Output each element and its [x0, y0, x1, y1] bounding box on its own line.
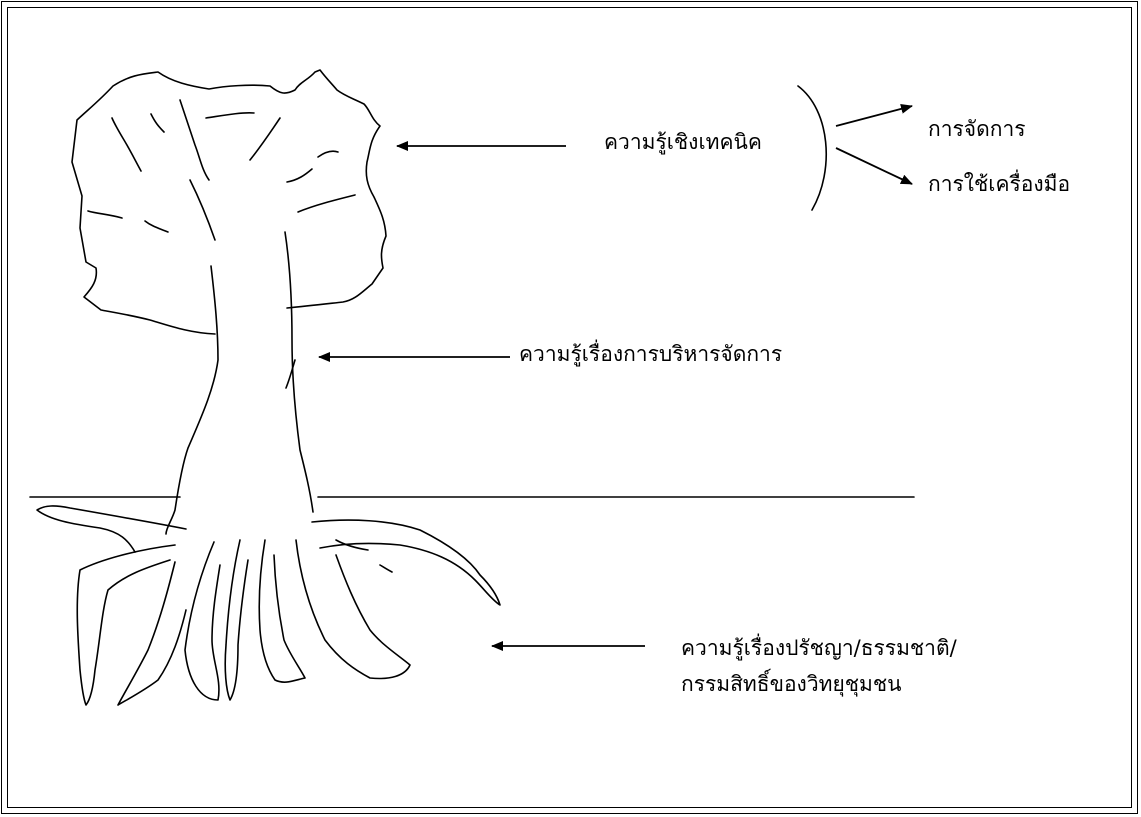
canopy-line — [206, 113, 254, 118]
canopy-line — [287, 169, 312, 182]
canopy-line — [151, 114, 164, 132]
root — [312, 520, 500, 605]
tree-canopy — [72, 70, 386, 334]
root-stub — [380, 565, 392, 572]
root — [37, 506, 186, 552]
label-administration-knowledge: ความรู้เรื่องการบริหารจัดการ — [519, 338, 782, 372]
canopy-line — [88, 211, 122, 218]
arrow-to-manage — [836, 106, 912, 126]
root — [225, 540, 248, 700]
label-management: การจัดการ — [928, 113, 1026, 147]
label-tool-usage: การใช้เครื่องมือ — [928, 168, 1070, 202]
canopy-line — [112, 118, 141, 171]
root — [77, 545, 175, 705]
label-technical-knowledge: ความรู้เชิงเทคนิค — [604, 126, 762, 160]
root — [185, 542, 220, 700]
arrow-to-tools — [836, 148, 912, 184]
tree-trunk-right — [285, 232, 313, 512]
canopy-line — [250, 118, 280, 160]
tree-trunk-left — [166, 266, 218, 534]
label-philosophy-knowledge: ความรู้เรื่องปรัชญา/ธรรมชาติ/ กรรมสิทธิ์… — [681, 630, 957, 702]
root — [296, 540, 410, 678]
canopy-line — [145, 221, 168, 232]
canopy-line — [180, 100, 209, 180]
bracket — [798, 86, 826, 210]
canopy-line — [318, 151, 338, 157]
root — [259, 540, 305, 682]
label-philosophy-line-2: กรรมสิทธิ์ของวิทยุชุมชน — [681, 666, 957, 702]
canopy-line — [190, 180, 215, 240]
label-philosophy-line-1: ความรู้เรื่องปรัชญา/ธรรมชาติ/ — [681, 630, 957, 666]
canopy-line — [298, 195, 355, 212]
root — [118, 562, 186, 705]
